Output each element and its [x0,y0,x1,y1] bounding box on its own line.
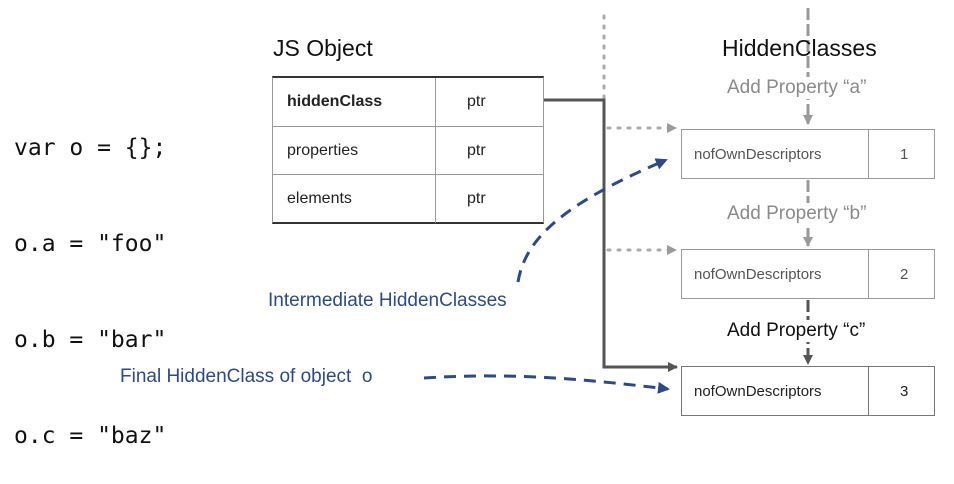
hidden-class-box-2: nofOwnDescriptors 2 [681,249,935,299]
code-line: var o = {}; [14,135,167,161]
transition-label-a: Add Property “a” [725,77,869,99]
hidden-class-box-3: nofOwnDescriptors 3 [681,366,935,416]
code-line: o.b = "bar" [14,327,167,353]
row-key: elements [287,190,352,207]
row-value: ptr [467,93,486,110]
box-count: 3 [900,383,909,400]
table-row: properties ptr [273,126,543,175]
row-value: ptr [467,190,486,207]
box-count: 1 [900,146,909,163]
row-key: hiddenClass [287,93,383,110]
hidden-class-box-1: nofOwnDescriptors 1 [681,129,935,179]
table-row: elements ptr [273,174,543,223]
js-object-title: JS Object [273,35,373,61]
intermediate-annotation-arrow [516,158,668,283]
box-label: nofOwnDescriptors [694,383,822,400]
table-row: hiddenClass ptr [273,78,543,126]
code-line: o.c = "baz" [14,423,167,449]
hidden-classes-title: HiddenClasses [722,35,877,61]
intermediate-annotation: Intermediate HiddenClasses [268,290,507,311]
code-line: o.a = "foo" [14,231,167,257]
final-annotation-arrow [423,374,670,394]
js-object-table: hiddenClass ptr properties ptr elements … [272,76,544,224]
transition-label-b: Add Property “b” [725,203,869,225]
box-label: nofOwnDescriptors [694,146,822,163]
transition-label-c: Add Property “c” [725,320,868,342]
hiddenclass-pointer [544,98,678,372]
row-value: ptr [467,142,486,159]
box-label: nofOwnDescriptors [694,266,822,283]
final-annotation: Final HiddenClass of object o [120,366,373,387]
row-key: properties [287,142,359,159]
connector-layer [423,8,813,394]
box-count: 2 [900,266,909,283]
code-snippet: var o = {}; o.a = "foo" o.b = "bar" o.c … [14,68,166,484]
